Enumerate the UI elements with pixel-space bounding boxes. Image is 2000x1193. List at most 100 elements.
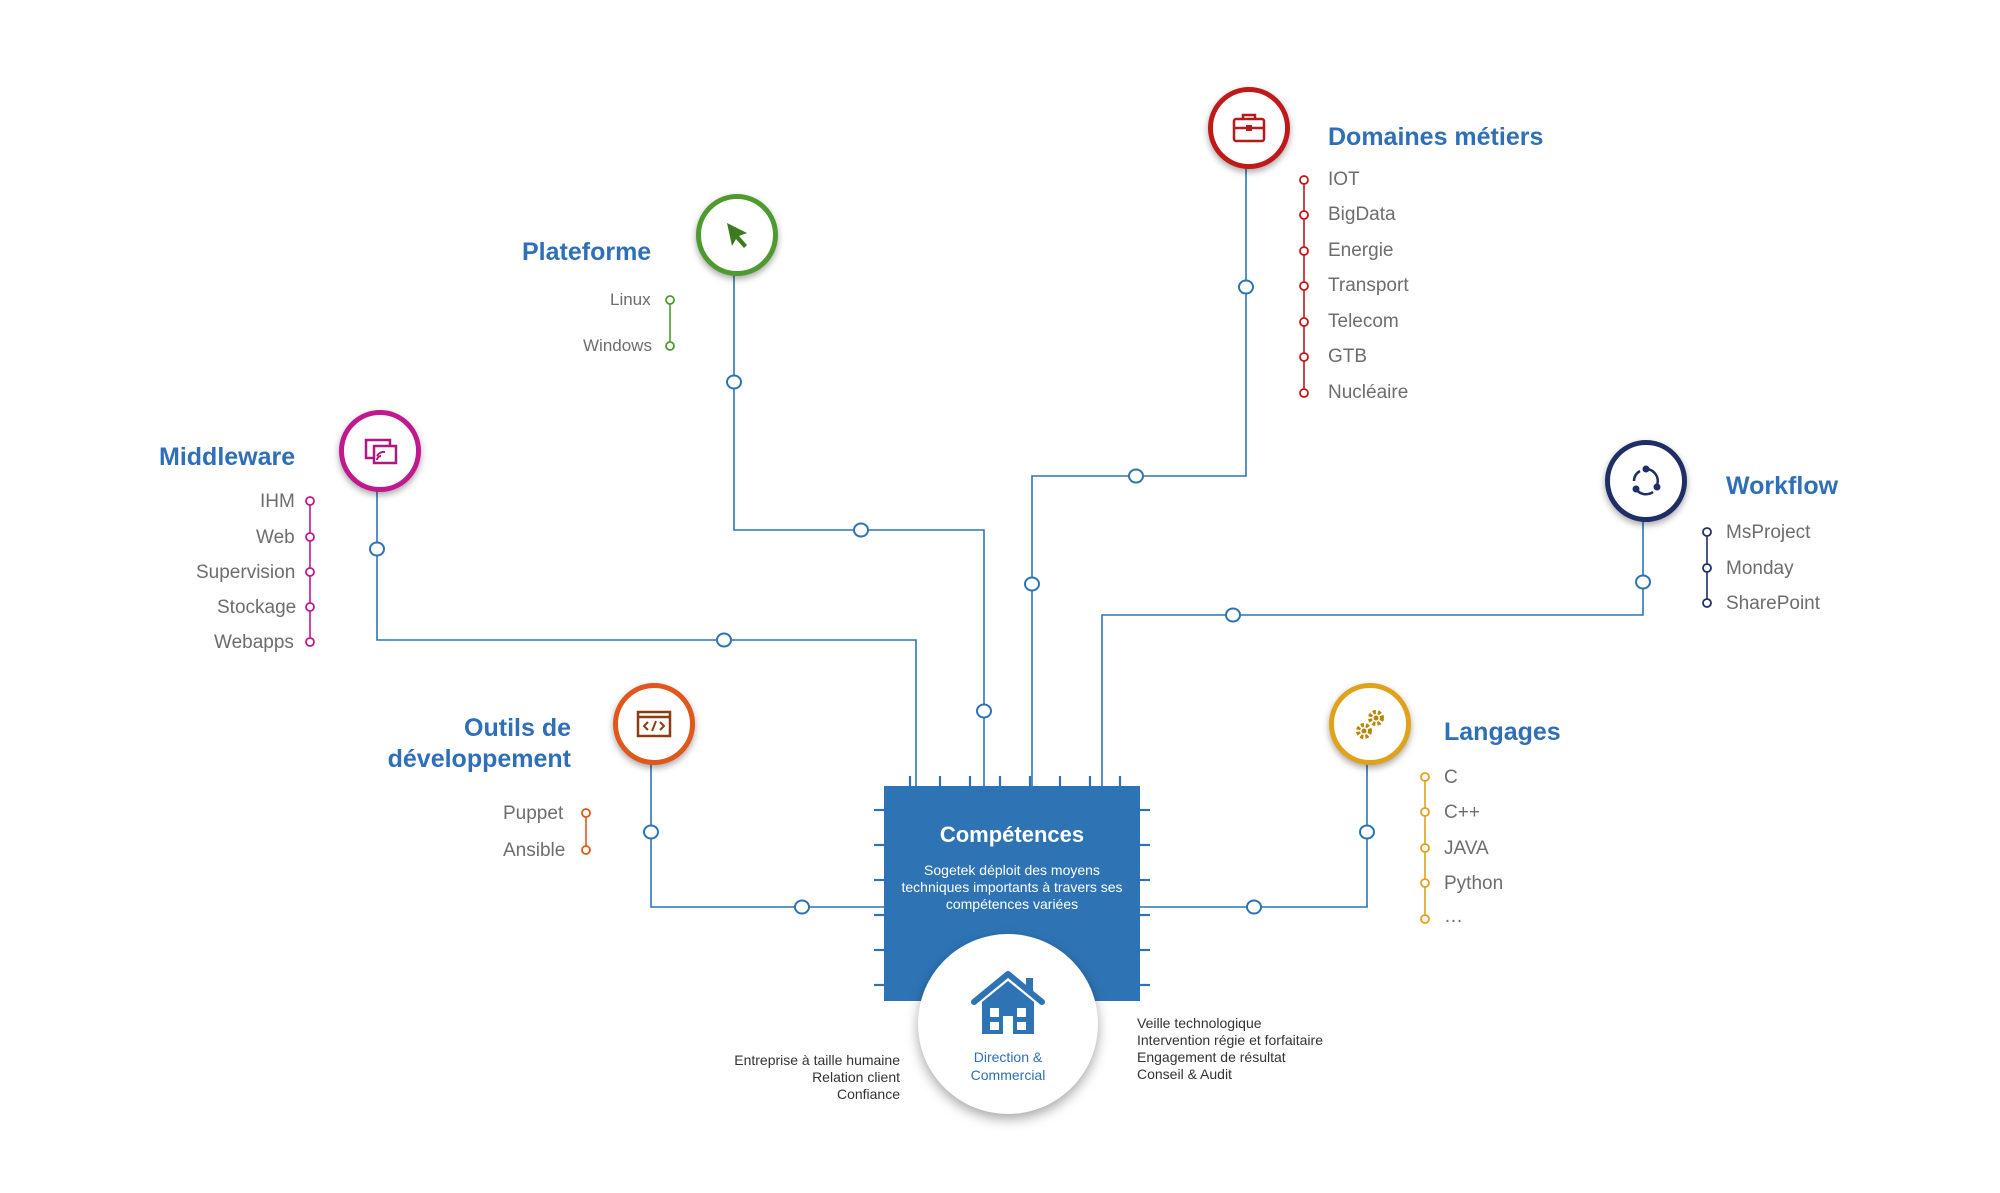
domaines-ring	[1208, 87, 1290, 169]
plateforme-title: Plateforme	[522, 238, 652, 266]
workflow-ring	[1605, 440, 1687, 522]
wire-langages	[1140, 759, 1368, 908]
wire-node	[1246, 899, 1262, 915]
middleware-item: Web	[256, 527, 295, 548]
wire-node	[1225, 607, 1241, 623]
bullet	[1420, 843, 1430, 853]
middleware-item: Stockage	[217, 597, 297, 618]
bullet	[1702, 527, 1712, 537]
wire-node	[794, 899, 810, 915]
right-notes: Veille technologique Intervention régie …	[1137, 1015, 1323, 1083]
note-line: Confiance	[836, 1086, 900, 1102]
hub-label-line2: Commercial	[970, 1067, 1046, 1083]
langages-ring	[1329, 683, 1411, 765]
langages-title: Langages	[1444, 718, 1561, 746]
outils-title-line1: Outils de	[464, 714, 571, 742]
domaines-item: IOT	[1328, 169, 1360, 190]
middleware-title: Middleware	[159, 443, 296, 471]
bullet	[1420, 878, 1430, 888]
domaines-item: Transport	[1328, 275, 1409, 296]
note-line: Veille technologique	[1137, 1015, 1262, 1031]
bullet	[581, 808, 591, 818]
bullet	[665, 341, 675, 351]
gears-icon	[1356, 710, 1384, 739]
plateforme-item: Windows	[583, 336, 652, 355]
domaines-item: BigData	[1328, 204, 1396, 225]
bullet	[665, 295, 675, 305]
wire-node	[853, 522, 869, 538]
bullet	[1299, 175, 1309, 185]
hub-label-line1: Direction &	[973, 1049, 1043, 1065]
bullet	[1420, 772, 1430, 782]
bullet	[1420, 807, 1430, 817]
bullet	[1299, 281, 1309, 291]
middleware-ring	[339, 410, 421, 492]
langages-item: JAVA	[1444, 838, 1489, 859]
outils-item: Puppet	[503, 803, 564, 824]
screen-share-icon	[364, 438, 398, 465]
bullet	[1299, 246, 1309, 256]
bullet	[305, 637, 315, 647]
bullet	[1299, 388, 1309, 398]
outils-item: Ansible	[503, 840, 566, 861]
domaines-title: Domaines métiers	[1328, 123, 1544, 151]
chip-description: Sogetek déploit des moyens techniques im…	[901, 862, 1123, 912]
note-line: Conseil & Audit	[1137, 1066, 1232, 1082]
hub-label: Direction & Commercial	[918, 1048, 1098, 1084]
note-line: Relation client	[812, 1069, 900, 1085]
middleware-item: Webapps	[214, 632, 294, 653]
wire-outils	[650, 757, 884, 908]
cycle-icon	[1632, 465, 1661, 496]
wire-node	[369, 541, 385, 557]
wire-node	[726, 374, 742, 390]
wire-middleware	[376, 483, 917, 786]
outils-title: Outils de développement	[380, 713, 571, 775]
code-window-icon	[636, 710, 672, 738]
direction-hub	[918, 934, 1098, 1114]
briefcase-icon	[1232, 113, 1266, 143]
outils-ring	[613, 683, 695, 765]
bullet	[1299, 317, 1309, 327]
note-line: Intervention régie et forfaitaire	[1137, 1032, 1323, 1048]
bullet	[1420, 914, 1430, 924]
langages-item: Python	[1444, 873, 1504, 894]
middleware-item: IHM	[260, 491, 295, 512]
domaines-item: Telecom	[1328, 311, 1399, 332]
domaines-item: Nucléaire	[1328, 382, 1409, 403]
langages-item: C	[1444, 767, 1458, 788]
wire-node	[976, 703, 992, 719]
note-line: Entreprise à taille humaine	[734, 1052, 900, 1068]
workflow-item: SharePoint	[1726, 593, 1821, 614]
bullet	[305, 602, 315, 612]
wire-node	[1635, 574, 1651, 590]
domaines-item: Energie	[1328, 240, 1394, 261]
wire-node	[1238, 279, 1254, 295]
bullet	[581, 845, 591, 855]
bullet	[305, 496, 315, 506]
domaines-item: GTB	[1328, 346, 1368, 367]
bullet	[1299, 352, 1309, 362]
workflow-item: Monday	[1726, 558, 1794, 579]
wire-node	[1359, 824, 1375, 840]
workflow-title: Workflow	[1726, 472, 1839, 500]
wire-node	[716, 632, 732, 648]
wire-node	[1128, 468, 1144, 484]
bullet	[1299, 210, 1309, 220]
bullet	[1702, 598, 1712, 608]
middleware-item: Supervision	[196, 562, 296, 583]
langages-item: C++	[1444, 802, 1480, 823]
plateforme-ring	[696, 194, 778, 276]
plateforme-item: Linux	[610, 290, 651, 309]
workflow-item: MsProject	[1726, 522, 1811, 543]
house-icon	[971, 971, 1045, 1034]
outils-title-line2: développement	[387, 745, 571, 773]
left-notes: Entreprise à taille humaine Relation cli…	[680, 1052, 900, 1103]
bullet	[305, 567, 315, 577]
chip-title: Compétences	[939, 822, 1085, 847]
cursor-icon	[727, 223, 747, 248]
note-line: Engagement de résultat	[1137, 1049, 1286, 1065]
wire-workflow	[1101, 518, 1644, 786]
bullet	[305, 532, 315, 542]
